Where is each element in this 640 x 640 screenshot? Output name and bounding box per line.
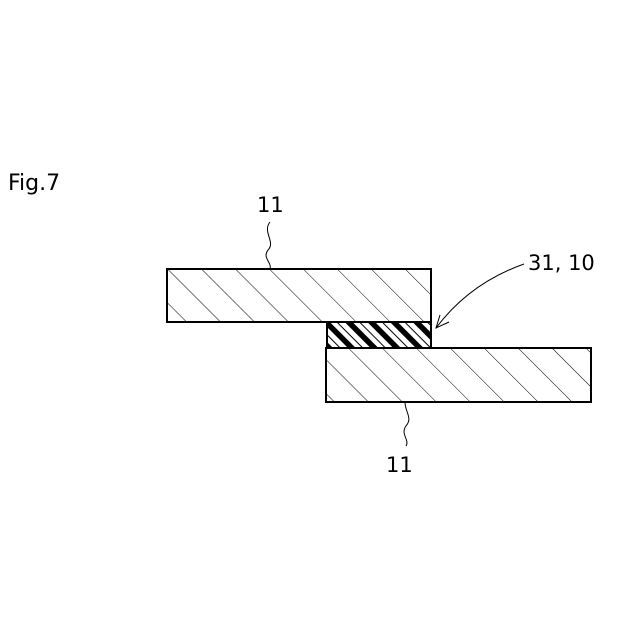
lower-plate-label: 11 [386, 453, 413, 477]
upper-plate-label: 11 [257, 193, 284, 217]
joint-leader-arrow [436, 264, 524, 328]
figure-title: Fig.7 [8, 171, 60, 196]
joint-label: 31, 10 [528, 251, 595, 275]
lower-plate-leader [404, 402, 409, 446]
lower-plate [326, 348, 591, 402]
upper-plate-leader [266, 222, 271, 269]
upper-plate [167, 269, 431, 322]
joint-layer [327, 322, 431, 348]
